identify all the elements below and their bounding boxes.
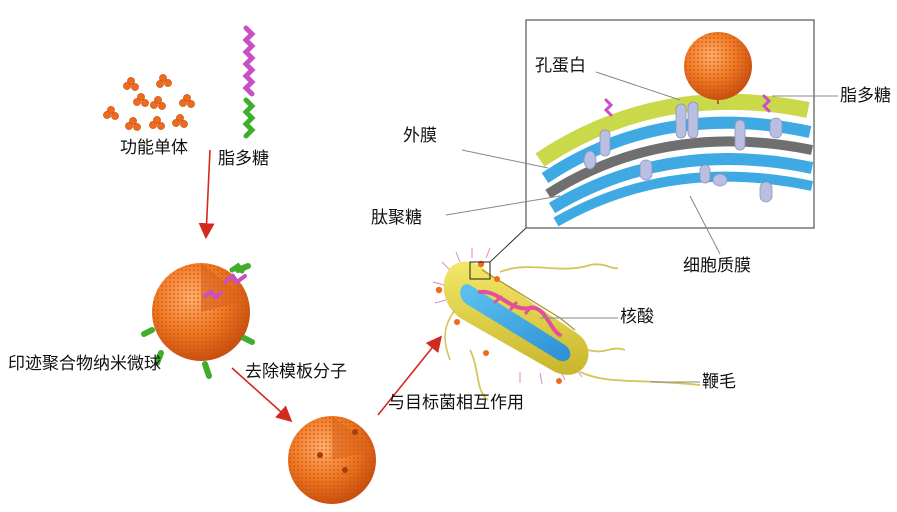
template-removed-sphere [288,416,376,504]
monomer-cluster [103,74,194,130]
label-porin: 孔蛋白 [535,58,586,75]
label-cytoplasmic-membrane: 细胞质膜 [683,258,751,275]
label-remove-template: 去除模板分子 [245,364,347,381]
label-imprinted-sphere: 印迹聚合物纳米微球 [8,356,161,373]
zoom-line-1 [490,228,526,262]
lps-chain [246,28,252,136]
label-lps-right: 脂多糖 [840,88,891,105]
label-outer-membrane: 外膜 [403,128,437,145]
label-functional-monomer: 功能单体 [120,140,188,157]
label-nucleic-acid: 核酸 [620,309,654,326]
label-interact-target: 与目标菌相互作用 [388,395,524,412]
label-lps-left: 脂多糖 [218,151,269,168]
bacterium [433,248,700,400]
arrow-to-polymer [206,150,210,236]
label-peptidoglycan: 肽聚糖 [371,210,422,227]
membrane-inset [526,20,814,228]
label-flagellum: 鞭毛 [702,374,736,391]
